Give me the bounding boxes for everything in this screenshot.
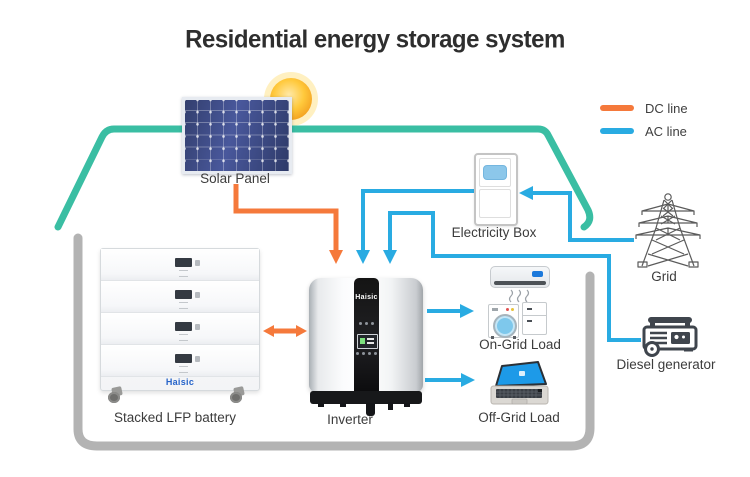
inverter-foot (318, 403, 324, 407)
dc-line-solar-to-inverter (233, 184, 343, 264)
battery-display-icon (175, 258, 192, 267)
dc-line-battery-inverter (263, 325, 307, 337)
battery-display-icon (175, 290, 192, 299)
dc-arrowhead-inverter (329, 250, 343, 264)
legend-item-dc: DC line (600, 99, 688, 117)
wall-outline (73, 233, 595, 451)
off-grid-load-label: Off-Grid Load (478, 410, 560, 425)
ac-line-inverter-to-offgrid (425, 373, 475, 387)
battery-module (101, 281, 259, 313)
ac-line-ebox-to-inverter (356, 189, 474, 264)
inverter-label: Inverter (327, 412, 373, 427)
grid-label: Grid (651, 269, 677, 284)
ac-line-swatch (600, 128, 634, 134)
air-conditioner-icon (490, 266, 550, 288)
electricity-box-label: Electricity Box (451, 225, 537, 240)
battery-brand: Haisic (165, 377, 195, 387)
legend: DC line AC line (600, 99, 688, 145)
battery-cabinet: Haisic (100, 248, 260, 391)
legend-label-dc: DC line (645, 100, 688, 116)
ac-arrowhead-ongrid (460, 304, 474, 318)
battery-module (101, 345, 259, 377)
inverter-body: Haisic (309, 278, 423, 392)
electricity-box (474, 153, 518, 226)
battery-button-icon (195, 260, 200, 266)
dc-line-swatch (600, 105, 634, 111)
caster-wheel-icon (106, 386, 128, 403)
solar-panel-image (182, 97, 292, 174)
roof-outline (54, 125, 594, 231)
inverter-foot (404, 403, 410, 407)
ac-arrowhead-inverter2 (383, 250, 397, 264)
solar-panel-label: Solar Panel (200, 171, 270, 186)
dc-arrowhead-inverter2 (296, 325, 307, 337)
diesel-generator-icon (642, 317, 698, 357)
heat-waves-icon (508, 289, 530, 303)
battery-display-icon (175, 354, 192, 363)
on-grid-load-label: On-Grid Load (479, 337, 561, 352)
page-title: Residential energy storage system (185, 25, 565, 54)
inverter-display-icon (357, 334, 378, 349)
ac-line-generator-to-inverter (383, 211, 641, 342)
dc-arrowhead-battery (263, 325, 274, 337)
inverter-foot (340, 403, 346, 407)
ac-arrowhead-ebox (519, 186, 533, 200)
battery-module (101, 313, 259, 345)
grid-tower-icon (635, 193, 701, 268)
inverter-base (310, 391, 422, 404)
ac-swatch-bar (600, 128, 634, 134)
battery-display-icon (175, 322, 192, 331)
inverter-connector (366, 403, 375, 416)
inverter-led-icons (354, 322, 379, 325)
battery-module (101, 249, 259, 281)
diesel-generator-label: Diesel generator (616, 357, 716, 372)
breaker-switch-icon (483, 165, 507, 180)
washing-machine-icon (488, 304, 519, 339)
ac-line-inverter-to-ongrid (427, 304, 474, 318)
inverter-brand: Haisic (355, 294, 378, 301)
ac-line-grid-to-ebox (519, 186, 634, 242)
battery-tag (179, 366, 188, 373)
inverter-connector (388, 402, 393, 410)
breaker-switch-cell (479, 158, 511, 187)
legend-item-ac: AC line (600, 122, 688, 140)
inverter-button-icons (354, 352, 379, 355)
battery-tag (179, 334, 188, 341)
inverter-front-stripe: Haisic (354, 278, 379, 392)
laptop-icon (490, 361, 549, 405)
battery-label: Stacked LFP battery (113, 410, 237, 425)
battery-tag (179, 302, 188, 309)
battery-button-icon (195, 324, 200, 330)
battery-button-icon (195, 356, 200, 362)
battery-tag (179, 270, 188, 277)
refrigerator-icon (522, 302, 547, 335)
warning-cell (479, 189, 511, 218)
ac-arrowhead-offgrid (461, 373, 475, 387)
legend-label-ac: AC line (645, 123, 687, 139)
ac-arrowhead-inverter1 (356, 250, 370, 264)
caster-wheel-icon (228, 386, 250, 403)
battery-button-icon (195, 292, 200, 298)
dc-swatch-bar (600, 105, 634, 111)
